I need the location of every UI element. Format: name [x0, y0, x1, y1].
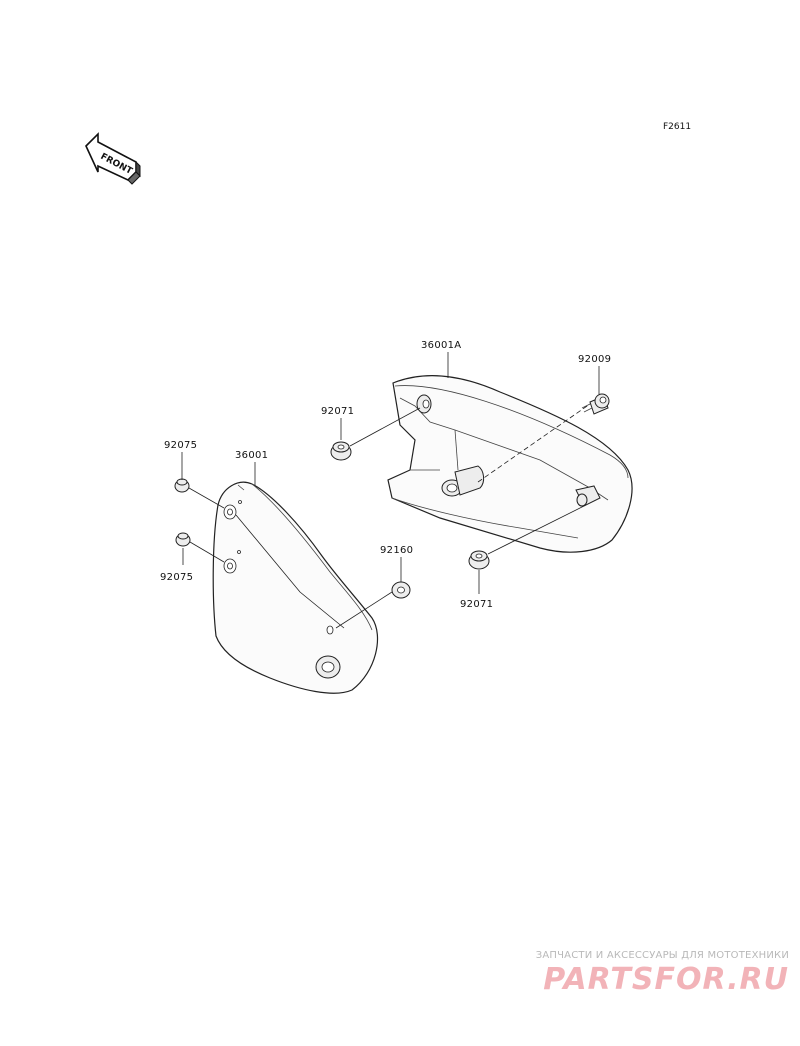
left-side-cover-36001 [212, 481, 379, 694]
damper-92075-upper [174, 478, 190, 493]
damper-92075-lower [175, 532, 191, 547]
leader-lines [181, 352, 600, 629]
callout-92009: 92009 [578, 354, 611, 365]
callout-36001: 36001 [235, 450, 268, 461]
callout-92160: 92160 [380, 545, 413, 556]
bolt-92009 [581, 393, 610, 415]
grommet-92071-upper [330, 441, 352, 461]
grommet-92071-lower [468, 550, 490, 570]
callout-92071-upper: 92071 [321, 406, 354, 417]
callout-92071-lower: 92071 [460, 599, 493, 610]
callout-92075-upper: 92075 [164, 440, 197, 451]
watermark-brand: PARTSFOR.RU [543, 962, 789, 997]
watermark-tagline: ЗАПЧАСТИ И АКСЕССУАРЫ ДЛЯ МОТОТЕХНИКИ [535, 950, 789, 961]
right-side-cover-36001A [387, 375, 633, 553]
figure-code: F2611 [663, 122, 691, 132]
callout-36001A: 36001A [421, 340, 461, 351]
callout-92075-lower: 92075 [160, 572, 193, 583]
washer-92160 [391, 581, 411, 599]
front-arrow-icon: FRONT [85, 132, 141, 185]
